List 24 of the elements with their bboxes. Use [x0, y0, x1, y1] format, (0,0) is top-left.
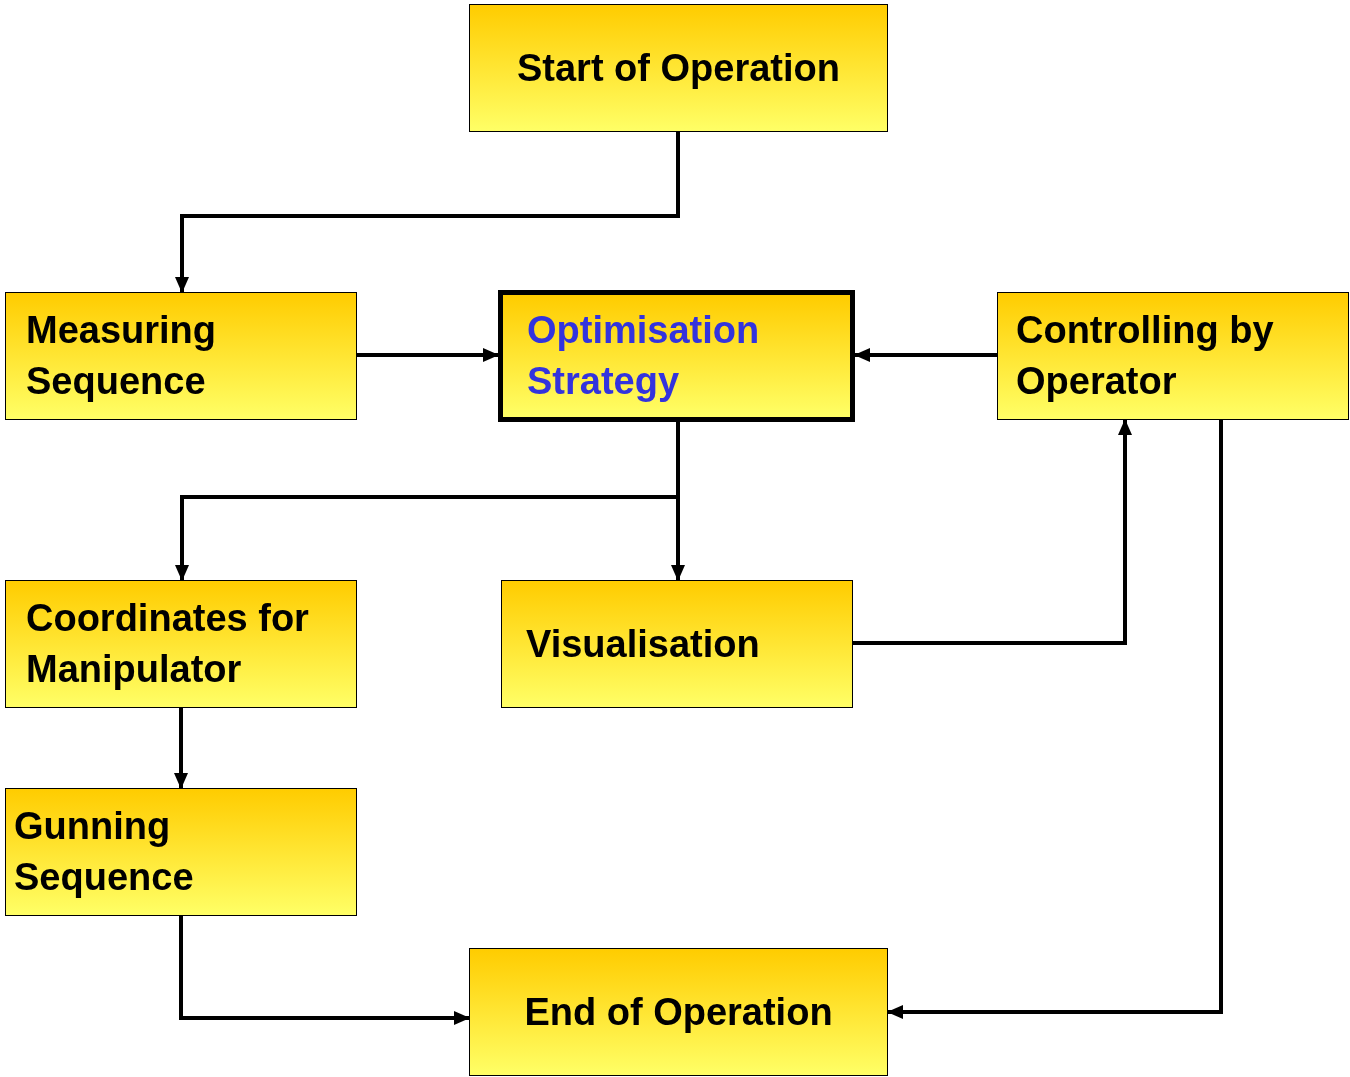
box-label: Coordinates for Manipulator	[26, 596, 310, 692]
process-box	[501, 580, 853, 708]
arrow	[174, 708, 188, 789]
arrow	[887, 420, 1223, 1019]
arrow	[357, 348, 499, 362]
box-label: Controlling by Operator	[1016, 308, 1275, 404]
process-box	[997, 292, 1349, 420]
process-box	[469, 948, 888, 1076]
process-box	[469, 4, 888, 132]
box-label: End of Operation	[524, 989, 833, 1035]
box-label: Measuring Sequence	[26, 308, 218, 404]
process-box	[5, 292, 357, 420]
process-box	[5, 580, 357, 708]
box-label: Gunning Sequence	[14, 804, 195, 900]
box-label: Optimisation Strategy	[527, 308, 761, 404]
arrow	[175, 132, 680, 293]
arrow	[853, 419, 1132, 645]
process-box	[498, 290, 855, 422]
arrow	[854, 348, 997, 362]
arrow	[179, 916, 470, 1025]
box-label: Visualisation	[526, 621, 760, 667]
box-label: Start of Operation	[517, 45, 840, 91]
process-box	[5, 788, 357, 916]
arrow	[671, 422, 685, 581]
